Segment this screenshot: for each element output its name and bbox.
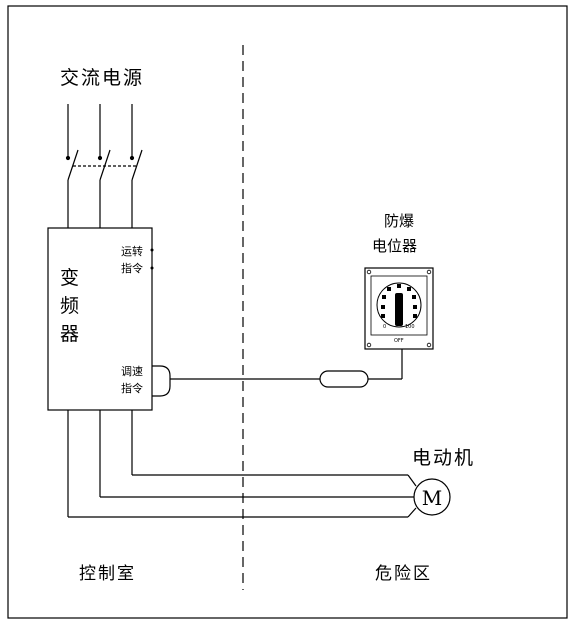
potentiometer-label-2: 电位器 (372, 237, 417, 255)
dial-pointer-icon (395, 293, 403, 326)
signal-cable (170, 349, 403, 388)
inverter-box (47, 227, 153, 411)
three-pole-switch (65, 104, 143, 228)
dial-off-label: OFF (394, 338, 404, 344)
run-terminal-2 (150, 266, 154, 270)
dial-scale-min: 0 (383, 324, 386, 330)
dial-icon (376, 282, 422, 328)
potentiometer-label-1: 防爆 (384, 212, 414, 230)
speed-command-label-1: 调速 (121, 365, 143, 378)
ac-power-label: 交流电源 (60, 67, 144, 89)
run-command-label-1: 运转 (121, 244, 143, 258)
speed-command-label-2: 指令 (121, 381, 143, 395)
motor-label: 电动机 (412, 447, 475, 469)
dial-scale-max: 100 (405, 324, 415, 330)
diagram-frame (7, 5, 568, 619)
control-room-label: 控制室 (79, 564, 136, 584)
motor-icon (413, 478, 451, 516)
speed-terminal-connector (152, 365, 171, 397)
motor-wiring (67, 410, 417, 518)
inverter-label-3: 器 (60, 323, 79, 345)
danger-zone-label: 危险区 (375, 564, 432, 584)
explosion-proof-potentiometer: 0 100 OFF (364, 267, 434, 350)
inverter-label-2: 频 (60, 295, 79, 317)
inverter-label-1: 变 (60, 267, 79, 289)
motor-symbol: M (422, 486, 442, 510)
run-terminal-1 (150, 248, 154, 252)
run-command-label-2: 指令 (121, 261, 143, 275)
